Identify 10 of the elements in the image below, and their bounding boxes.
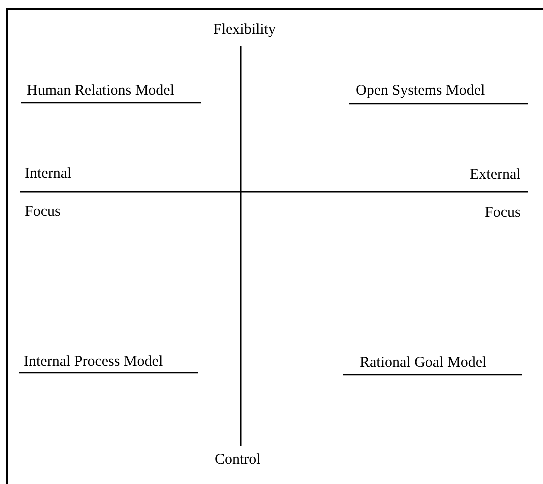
- axis-label: Control: [215, 451, 261, 469]
- axis-label: Flexibility: [214, 21, 276, 39]
- quadrant-label: Human Relations Model: [27, 82, 174, 100]
- quadrant-label: Rational Goal Model: [360, 354, 487, 372]
- axis-label: Internal: [25, 165, 72, 183]
- quadrant-label: Open Systems Model: [356, 82, 486, 100]
- quadrant-label: Internal Process Model: [24, 353, 164, 371]
- axis-label: Focus: [485, 204, 521, 222]
- axis-label: External: [470, 166, 521, 184]
- axis-label: Focus: [25, 203, 61, 221]
